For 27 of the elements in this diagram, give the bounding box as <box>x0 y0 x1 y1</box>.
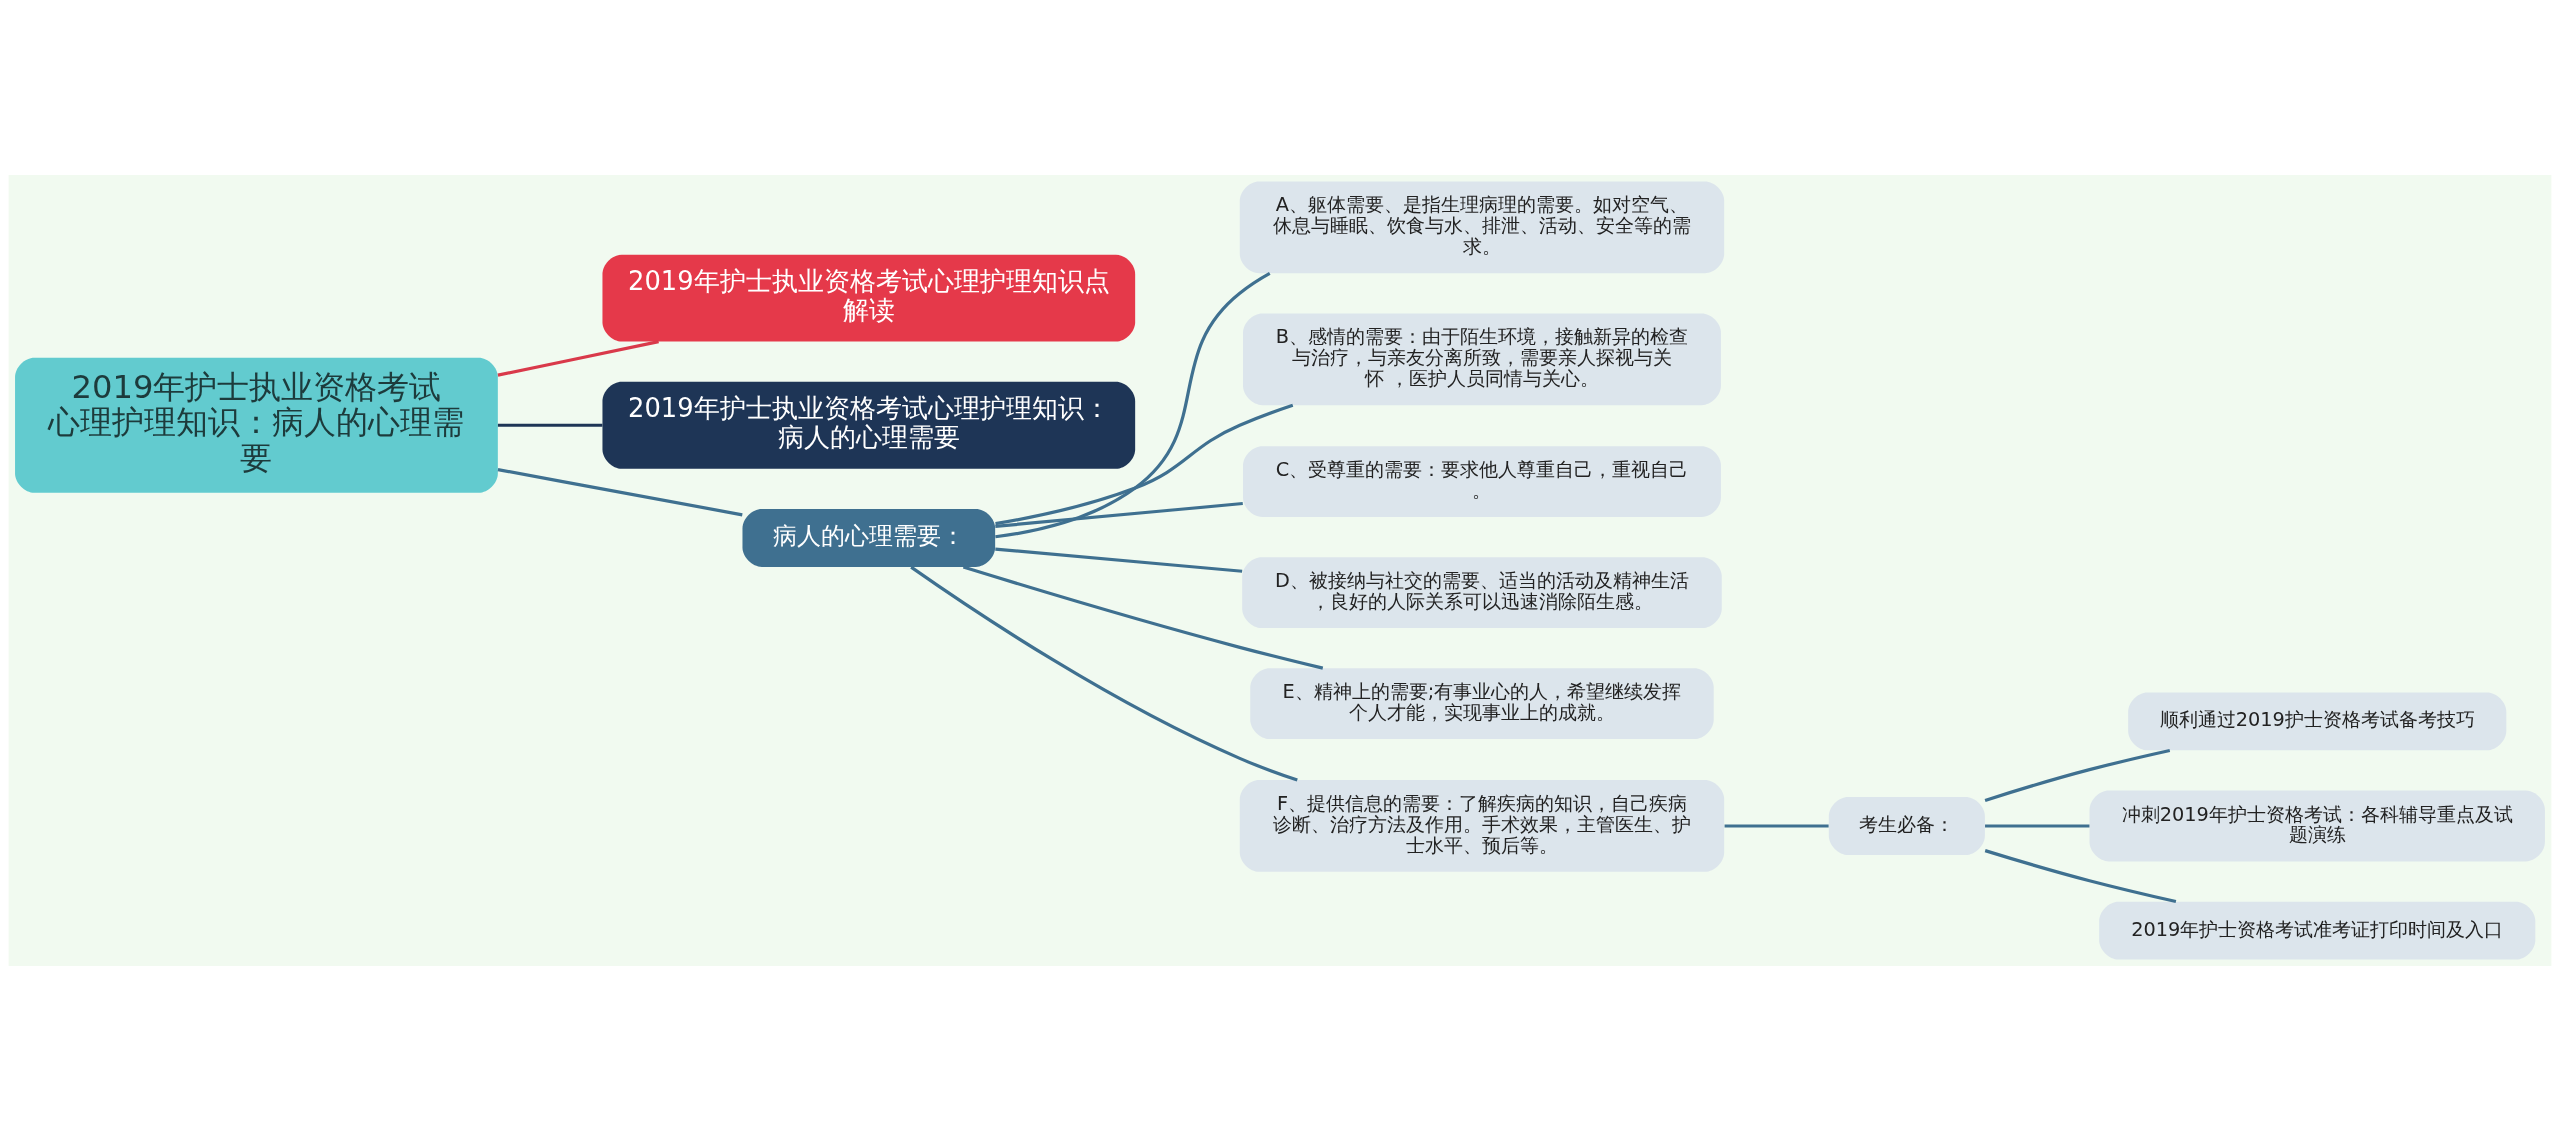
connector <box>995 547 1243 573</box>
connector <box>910 565 1298 782</box>
node-box: 2019年护士执业资格考试心理护理知识点解读 <box>602 254 1136 342</box>
node-box: 冲刺2019年护士资格考试：各科辅导重点及试题演练 <box>2089 790 2545 862</box>
connector <box>497 468 743 517</box>
connector <box>497 423 603 427</box>
node-box: 2019年护士执业资格考试心理护理知识：病人的心理需要 <box>602 381 1136 469</box>
node-box: 2019年护士资格考试准考证打印时间及入口 <box>2099 901 2536 960</box>
node-box: F、提供信息的需要：了解疾病的知识，自己疾病诊断、治疗方法及作用。手术效果，主管医生、护士水平、预后等。 <box>1239 780 1725 872</box>
connector <box>1984 849 2177 904</box>
node-box: 2019年护士执业资格考试心理护理知识：病人的心理需要 <box>15 357 498 493</box>
connector <box>995 501 1243 528</box>
node-box: C、受尊重的需要：要求他人尊重自己，重视自己。 <box>1243 446 1721 517</box>
node-box: A、躯体需要、是指生理病理的需要。如对空气、休息与睡眠、饮食与水、排泄、活动、安全等的需求。 <box>1239 181 1725 274</box>
connector <box>497 340 659 377</box>
connector <box>1724 824 1829 828</box>
node-box: 考生必备： <box>1828 797 1985 855</box>
node-box: 顺利通过2019护士资格考试备考技巧 <box>2128 692 2507 751</box>
node-box: 病人的心理需要： <box>742 508 996 567</box>
node-box: B、感情的需要：由于陌生环境，接触新异的检查与治疗，与亲友分离所致，需要亲人探视与关怀 ，医护人员同情与关心。 <box>1243 313 1721 406</box>
connector <box>995 272 1271 539</box>
connector <box>962 565 1324 670</box>
connector <box>1984 748 2171 802</box>
connector <box>995 403 1294 526</box>
connector <box>1985 824 2090 828</box>
node-box: E、精神上的需要;有事业心的人，希望继续发挥个人才能，实现事业上的成就。 <box>1250 668 1714 740</box>
node-box: D、被接纳与社交的需要、适当的活动及精神生活，良好的人际关系可以迅速消除陌生感。 <box>1242 557 1722 629</box>
